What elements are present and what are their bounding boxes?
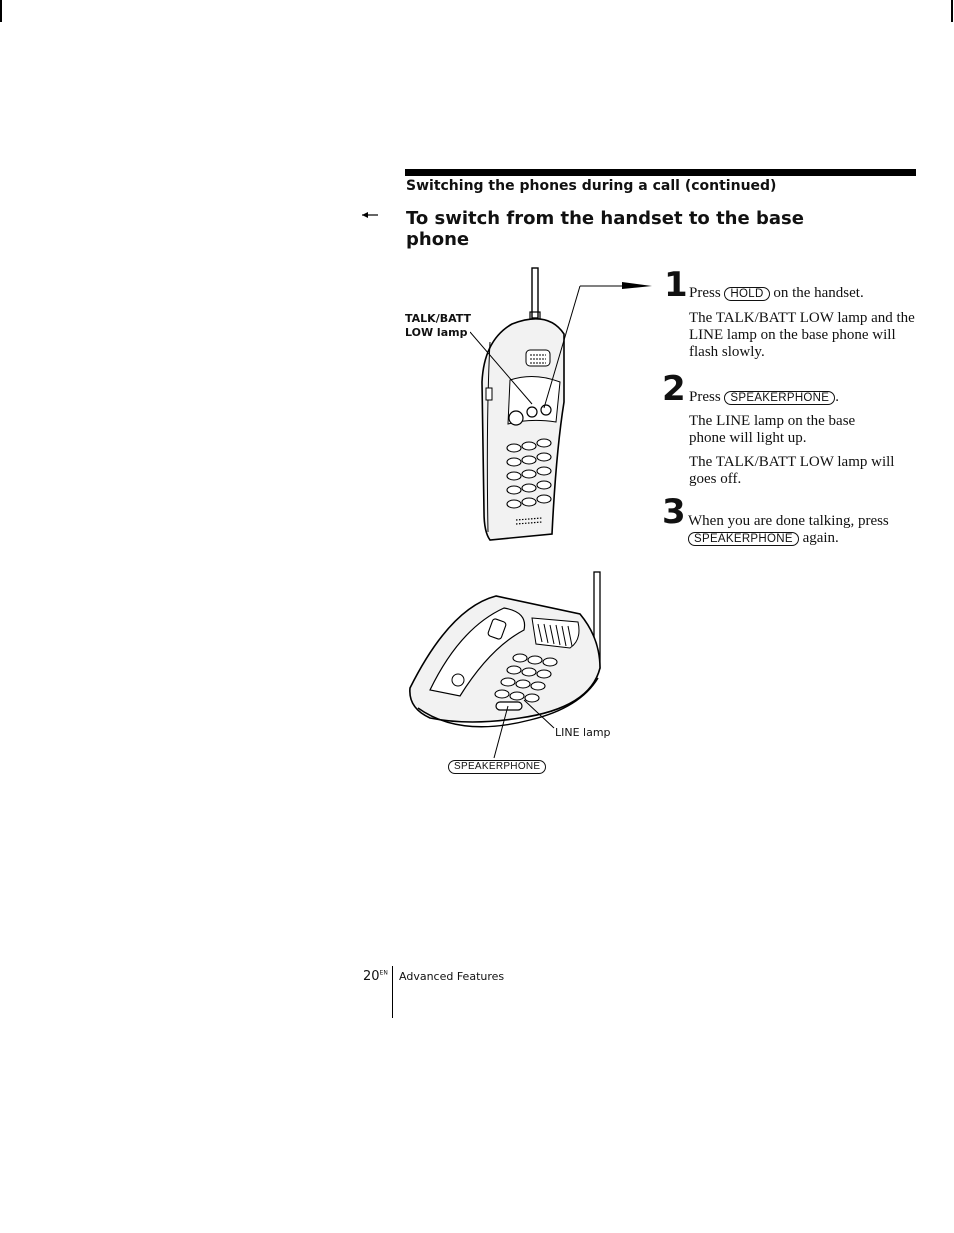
page-heading: To switch from the handset to the base p… xyxy=(406,208,804,250)
step-2-note-2: The TALK/BATT LOW lamp will goes off. xyxy=(689,454,895,487)
footer-section-name: Advanced Features xyxy=(399,970,505,983)
speakerphone-key: SPEAKERPHONE xyxy=(448,760,547,774)
right-edge-mark xyxy=(951,0,953,22)
handset-illustration xyxy=(470,267,652,541)
talk-batt-low-label: TALK/BATT LOW lamp xyxy=(405,312,472,339)
step-2-note-1: The LINE lamp on the base phone will lig… xyxy=(689,413,856,446)
step-2-number: 2 xyxy=(662,369,686,409)
step-2-instruction: Press SPEAKERPHONE. xyxy=(689,389,839,405)
header-rule xyxy=(405,169,916,176)
hold-key: HOLD xyxy=(724,287,770,301)
step-3-number: 3 xyxy=(662,492,686,532)
left-edge-mark xyxy=(0,0,2,22)
speakerphone-key: SPEAKERPHONE xyxy=(724,391,836,405)
speakerphone-key: SPEAKERPHONE xyxy=(688,532,799,546)
footer-divider xyxy=(392,966,393,1018)
section-title: Switching the phones during a call (cont… xyxy=(406,178,777,194)
step-1-instruction: Press HOLD on the handset. xyxy=(689,285,864,301)
page-number: 20EN xyxy=(363,969,388,984)
step-1-number: 1 xyxy=(664,265,688,305)
step-3-instruction: When you are done talking, press SPEAKER… xyxy=(688,513,889,546)
arrow-marker-icon xyxy=(362,212,378,218)
base-phone-illustration xyxy=(409,571,601,759)
speakerphone-key-label: SPEAKERPHONE xyxy=(448,756,547,774)
step-1-note: The TALK/BATT LOW lamp and the LINE lamp… xyxy=(689,310,915,360)
line-lamp-label: LINE lamp xyxy=(555,726,611,739)
